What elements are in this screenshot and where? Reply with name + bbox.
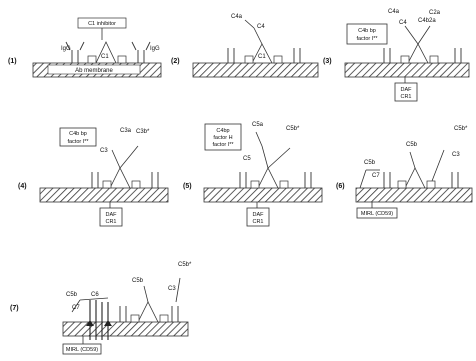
step-2-c1-label: C1 (258, 54, 266, 60)
step-6-c7: C7 (372, 173, 380, 179)
step-3-membrane (345, 63, 469, 77)
step-5-receptor-line-1: DAF (253, 212, 265, 218)
step-3-factor-line-2: factor I** (356, 36, 378, 42)
step-3-number: (3) (323, 58, 332, 65)
step-1-igg-left: IgG (61, 46, 71, 52)
step-2-c4: C4 (257, 24, 265, 30)
step-1-panel: (1) Ab membrane C1 inhibitor IgG IgG C1 (8, 18, 161, 77)
step-4-c3a: C3a (120, 128, 132, 134)
step-4-membrane (40, 188, 168, 202)
step-5-panel: (5) C4bp factor H factor I** C5a C5b* C5… (183, 122, 322, 226)
step-3-c4b2a: C4b2a (418, 18, 436, 24)
step-5-c5a: C5a (252, 122, 264, 128)
step-3-factor-line-1: C4b bp (358, 28, 376, 34)
step-5-c5b: C5b* (286, 126, 300, 132)
step-6-c3: C3 (452, 152, 460, 158)
step-3-c4a: C4a (388, 9, 400, 15)
step-6-number: (6) (336, 183, 345, 190)
step-7-c3: C3 (168, 286, 176, 292)
step-1-inhibitor-label: C1 inhibitor (88, 21, 116, 27)
step-7-c5b: C5b (66, 292, 78, 298)
step-7-panel: (7) C5b C6 C7 C5b C5b* C3 MIRL (CD59) (10, 262, 192, 354)
step-2-membrane (193, 63, 318, 77)
step-6-receptor-label: MIRL (CD59) (361, 211, 393, 217)
step-4-c3b: C3b* (136, 129, 150, 135)
step-2-c4a: C4a (231, 14, 243, 20)
step-4-c3: C3 (100, 148, 108, 154)
step-6-panel: (6) C5b C7 C5b C5b* C3 MIRL (CD59) (336, 126, 472, 218)
step-2-panel: (2) C1 C4a C4 (171, 14, 318, 77)
step-7-receptor-label: MIRL (CD59) (66, 347, 98, 353)
step-1-igg-right: IgG (150, 46, 160, 52)
step-3-c2a: C2a (429, 10, 441, 16)
step-1-igg-right-shape (132, 42, 150, 63)
step-1-number: (1) (8, 58, 17, 65)
step-7-c5b-far: C5b* (178, 262, 192, 268)
step-7-number: (7) (10, 305, 19, 312)
step-7-c7: C7 (72, 305, 80, 311)
step-3-receptor-line-1: DAF (401, 87, 413, 93)
step-6-c5b-right: C5b (406, 142, 418, 148)
step-1-membrane-label: Ab membrane (75, 68, 113, 74)
step-4-panel: (4) C4b bp factor I** C3a C3 C3b* DAF CR… (18, 128, 168, 226)
step-3-panel: (3) C4b bp factor I** C4a C4 C2a C4b2a D… (323, 9, 469, 101)
step-5-number: (5) (183, 183, 192, 190)
step-7-c6: C6 (91, 292, 99, 298)
step-4-factor-line-1: C4b bp (69, 131, 87, 137)
step-6-c5b: C5b (364, 160, 376, 166)
step-3-c4: C4 (399, 20, 407, 26)
step-5-membrane (204, 188, 322, 202)
step-5-c5: C5 (243, 156, 251, 162)
step-5-factor-line-3: factor I** (212, 142, 234, 148)
step-4-factor-line-2: factor I** (67, 139, 89, 145)
step-4-receptor-line-1: DAF (106, 212, 118, 218)
step-6-membrane (356, 188, 472, 202)
step-5-factor-line-1: C4bp (216, 128, 229, 134)
step-4-receptor-line-2: CR1 (105, 219, 116, 225)
step-1-c1-label: C1 (101, 54, 109, 60)
step-2-number: (2) (171, 58, 180, 65)
step-5-factor-line-2: factor H (213, 135, 232, 141)
step-6-c5b-far: C5b* (454, 126, 468, 132)
step-7-membrane (63, 322, 188, 336)
step-4-number: (4) (18, 183, 27, 190)
step-7-c5b-mid: C5b (132, 278, 144, 284)
step-5-receptor-line-2: CR1 (252, 219, 263, 225)
step-3-receptor-line-2: CR1 (400, 94, 411, 100)
